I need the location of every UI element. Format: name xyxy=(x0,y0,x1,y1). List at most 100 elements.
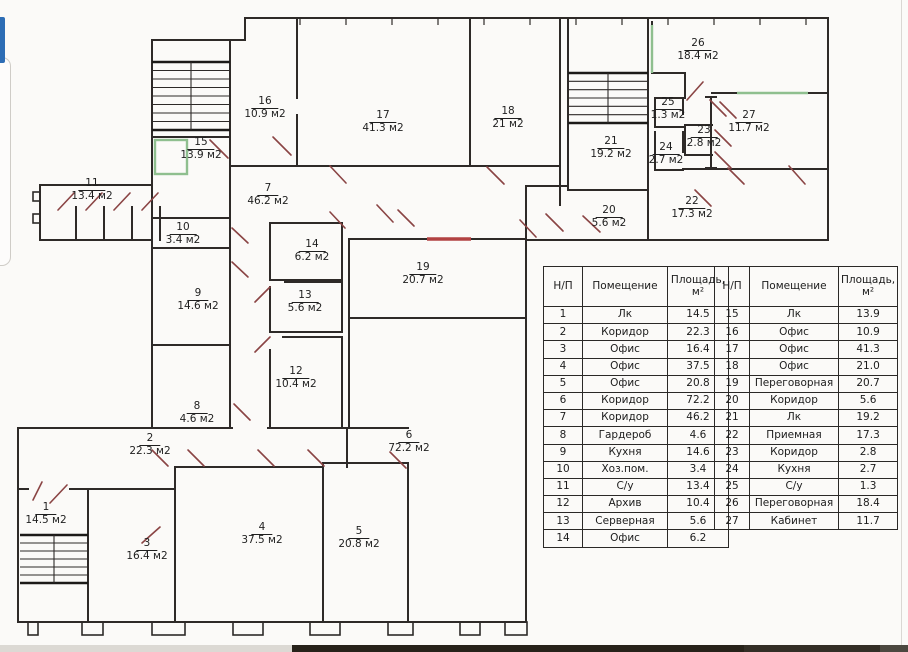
table-cell: 41.3 xyxy=(837,340,899,359)
wall-pilaster xyxy=(81,621,104,636)
room-area: 14.6 м2 xyxy=(177,299,219,312)
table-cell: Коридор xyxy=(749,391,839,411)
room-number: 17 xyxy=(369,109,397,123)
room-area: 14.5 м2 xyxy=(25,513,67,526)
room-number: 23 xyxy=(690,124,718,138)
room-number: 8 xyxy=(186,400,208,414)
table-cell: Гардероб xyxy=(582,426,668,445)
wall-pilaster xyxy=(151,621,186,636)
door-swing xyxy=(694,189,712,207)
room-area: 11.7 м2 xyxy=(728,121,770,134)
door-swing xyxy=(486,166,505,185)
room-area: 19.2 м2 xyxy=(590,147,632,160)
room-number: 13 xyxy=(291,289,319,303)
room-number: 19 xyxy=(409,261,437,275)
table-cell: 2.7 xyxy=(837,460,899,479)
table-cell: Кухня xyxy=(582,443,668,462)
table-cell: Переговорная xyxy=(749,495,839,514)
room-number: 26 xyxy=(684,37,712,51)
room-number: 2 xyxy=(139,432,161,446)
room-number: 15 xyxy=(187,136,215,150)
table-cell: Переговорная xyxy=(749,374,839,393)
table-cell: 7 xyxy=(543,409,583,428)
door-swing xyxy=(376,204,394,223)
door-swing xyxy=(32,481,43,501)
room-area: 72.2 м2 xyxy=(388,441,430,454)
table-cell: 13.9 xyxy=(837,305,899,325)
wall-pilaster xyxy=(27,621,39,636)
table-cell: 11 xyxy=(543,477,583,497)
door-swing xyxy=(113,192,131,211)
door-swing xyxy=(231,261,249,278)
table-cell: 2 xyxy=(543,323,583,342)
table-cell: 23 xyxy=(714,443,750,462)
room-area: 16.4 м2 xyxy=(126,549,168,562)
table-cell: 5 xyxy=(543,374,583,393)
table-cell: Офис xyxy=(749,357,839,376)
table-cell: 14 xyxy=(543,529,583,548)
room-number: 24 xyxy=(652,141,680,155)
table-cell: 6.2 xyxy=(667,529,729,548)
green-highlights-layer xyxy=(153,25,808,176)
table-cell: 6 xyxy=(543,391,583,411)
table-cell: 18.4 xyxy=(837,495,899,514)
wall-pilaster xyxy=(32,191,41,202)
room-number: 20 xyxy=(595,204,623,218)
room-area: 37.5 м2 xyxy=(241,533,283,546)
room-number: 3 xyxy=(136,537,158,551)
table-cell: 27 xyxy=(714,512,750,531)
room-number: 7 xyxy=(257,182,279,196)
table-cell: Лк xyxy=(749,305,839,325)
table-cell: 10 xyxy=(543,460,583,479)
door-swing xyxy=(329,165,347,184)
room-area: 18.4 м2 xyxy=(677,49,719,62)
room-area: 13.9 м2 xyxy=(180,148,222,161)
room-area: 4.6 м2 xyxy=(179,412,215,425)
walls-layer xyxy=(17,17,829,623)
door-swing xyxy=(257,449,275,467)
taskbar-segment xyxy=(880,645,908,652)
room-area: 5.6 м2 xyxy=(591,216,627,229)
table-cell: Архив xyxy=(582,495,668,514)
door-swing xyxy=(254,286,271,303)
wall-pilaster xyxy=(232,621,264,636)
door-swing xyxy=(141,192,159,211)
table-cell: 18 xyxy=(714,357,750,376)
room-area: 6.2 м2 xyxy=(294,250,330,263)
door-swing xyxy=(49,484,68,504)
room-number: 6 xyxy=(398,429,420,443)
room-area: 22.3 м2 xyxy=(129,444,171,457)
door-swing xyxy=(397,209,415,227)
table-cell: 10.9 xyxy=(837,323,899,342)
table-cell: 20 xyxy=(714,391,750,411)
table-cell: С/у xyxy=(582,477,668,497)
room-number: 18 xyxy=(494,105,522,119)
table-cell: Кабинет xyxy=(749,512,839,531)
taskbar-segment xyxy=(0,645,292,652)
table-cell: 25 xyxy=(714,477,750,497)
